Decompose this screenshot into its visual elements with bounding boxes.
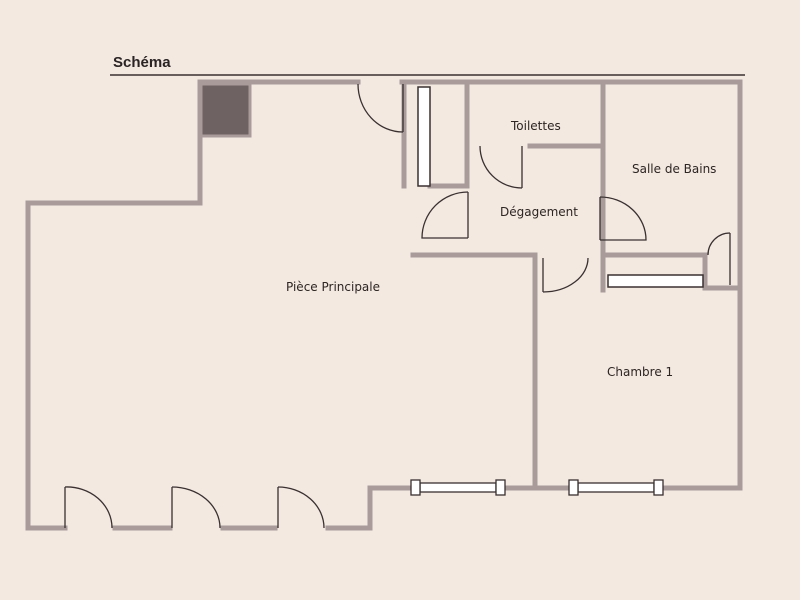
window-chambre-frame bbox=[577, 482, 655, 493]
room-label-toilettes: Toilettes bbox=[511, 119, 561, 133]
windows bbox=[410, 479, 664, 496]
window-main-frame bbox=[419, 482, 497, 493]
door-wardrobe-swing bbox=[707, 232, 731, 256]
schema-title: Schéma bbox=[113, 54, 171, 71]
walls bbox=[25, 79, 743, 531]
window-chambre-right-post bbox=[653, 479, 664, 496]
window-main-right-post bbox=[495, 479, 506, 496]
entrance-closet bbox=[417, 86, 431, 187]
door-entrance-swing bbox=[357, 83, 404, 133]
window-chambre-left-post bbox=[568, 479, 579, 496]
room-label-piece-principale: Pièce Principale bbox=[286, 280, 381, 294]
room-label-salle-de-bains: Salle de Bains bbox=[632, 162, 717, 176]
chambre-wardrobe bbox=[607, 274, 704, 288]
door-bottom-2-swing bbox=[171, 486, 221, 529]
door-bottom-1-swing bbox=[64, 486, 113, 529]
room-label-chambre-1: Chambre 1 bbox=[607, 365, 674, 379]
window-main-left-post bbox=[410, 479, 421, 496]
door-chambre-swing bbox=[542, 257, 589, 293]
door-bottom-3-swing bbox=[277, 486, 325, 529]
room-label-degagement: Dégagement bbox=[500, 205, 578, 219]
door-corridor-left-swing bbox=[421, 191, 469, 239]
door-toilettes-swing bbox=[479, 145, 523, 189]
door-sdb-swing bbox=[599, 196, 647, 241]
chimney-block bbox=[198, 82, 252, 138]
doors bbox=[64, 83, 731, 529]
